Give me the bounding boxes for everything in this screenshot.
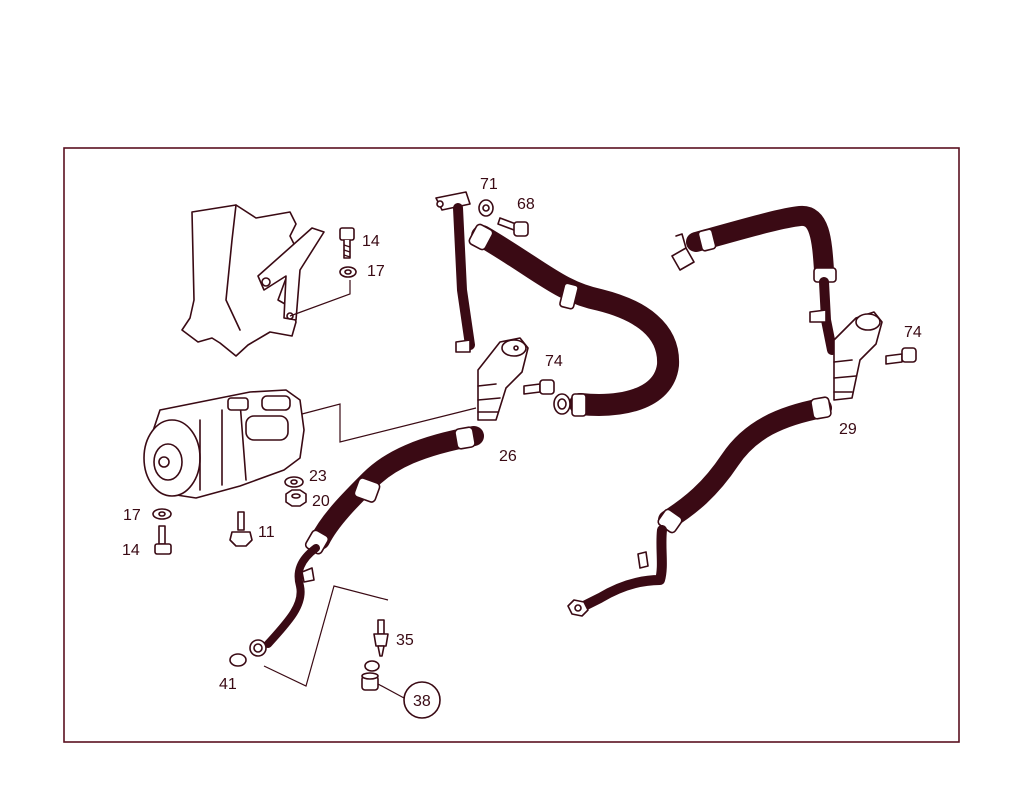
label-14-upper: 14 xyxy=(362,233,380,250)
cap-38 xyxy=(361,672,379,691)
bolt-68 xyxy=(497,217,529,237)
label-41: 41 xyxy=(219,676,237,693)
ac-compressor xyxy=(143,389,305,499)
label-35: 35 xyxy=(396,632,414,649)
hose-29 xyxy=(567,206,883,617)
label-20: 20 xyxy=(312,493,330,510)
label-38: 38 xyxy=(413,693,431,710)
label-14-lower: 14 xyxy=(122,542,140,559)
label-74-right: 74 xyxy=(904,324,922,341)
callout-circle-38 xyxy=(403,681,441,719)
nut-20 xyxy=(285,489,307,507)
valve-35 xyxy=(373,619,389,657)
bolt-74-right xyxy=(885,347,917,365)
diagram-frame xyxy=(63,147,960,743)
seal-ring xyxy=(364,660,380,672)
washer-17-upper xyxy=(339,266,357,278)
label-29: 29 xyxy=(839,421,857,438)
label-26: 26 xyxy=(499,448,517,465)
label-17-upper: 17 xyxy=(367,263,385,280)
label-11: 11 xyxy=(258,524,275,541)
label-23: 23 xyxy=(309,468,327,485)
label-68: 68 xyxy=(517,196,535,213)
label-71: 71 xyxy=(480,176,498,193)
washer-71 xyxy=(478,199,494,217)
bolt-74-center xyxy=(523,379,555,395)
bolt-14-upper xyxy=(339,227,355,259)
washer-17-lower xyxy=(152,508,172,520)
compressor-bracket xyxy=(181,204,325,357)
bolt-14-lower xyxy=(154,525,172,555)
label-17-lower: 17 xyxy=(123,507,141,524)
label-74-center: 74 xyxy=(545,353,563,370)
washer-23 xyxy=(284,476,304,488)
hose-26 xyxy=(249,191,680,657)
bolt-11 xyxy=(229,511,253,547)
seal-41 xyxy=(229,653,247,667)
